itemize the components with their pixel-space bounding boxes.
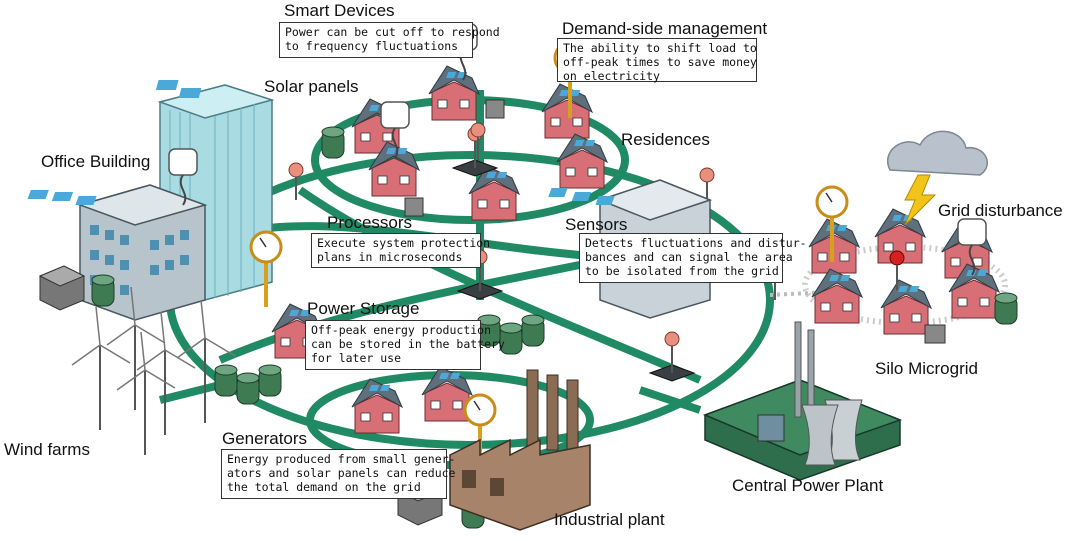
callout-line: plans in microseconds [317, 250, 463, 264]
label-grid-disturbance: Grid disturbance [938, 201, 1063, 220]
label-generators: Generators [222, 429, 308, 448]
silo-microgrid-illustration [808, 185, 1018, 344]
callout-sensors: Detects fluctuations and distur- bances … [579, 233, 807, 283]
callout-line: off-peak times to save money [563, 55, 757, 69]
callout-line: Execute system protection [317, 236, 491, 250]
callout-line: Off-peak energy production [311, 323, 492, 337]
callout-line: can be stored in the battery [311, 337, 505, 351]
label-solar-panels: Solar panels [264, 77, 359, 96]
callout-generators: Energy produced from small gener- ators … [221, 449, 456, 499]
label-residences: Residences [621, 130, 710, 149]
callout-line: bances and can signal the area [585, 250, 793, 264]
callout-line: to frequency fluctuations [285, 39, 459, 53]
callout-processors: Execute system protection plans in micro… [311, 233, 491, 268]
callout-line: on electricity [563, 69, 660, 83]
label-demand-side-management: Demand-side management [562, 19, 768, 38]
central-power-plant-illustration [702, 321, 903, 481]
label-central-power-plant: Central Power Plant [732, 476, 884, 495]
processor-chip-lower [649, 331, 695, 382]
callout-line: to be isolated from the grid [585, 264, 779, 278]
callout-line: ators and solar panels can reduce [227, 466, 456, 480]
label-smart-devices: Smart Devices [284, 1, 395, 20]
industrial-plant-illustration [449, 369, 591, 531]
grid-disturbance-cloud [887, 130, 988, 226]
label-industrial-plant: Industrial plant [554, 510, 665, 529]
callout-line: Energy produced from small gener- [227, 452, 456, 466]
callout-line: Detects fluctuations and distur- [585, 236, 807, 250]
callout-power-storage: Off-peak energy production can be stored… [305, 320, 505, 370]
callout-line: the total demand on the grid [227, 480, 421, 494]
callout-smart-devices: Power can be cut off to respond to frequ… [279, 22, 500, 58]
label-processors: Processors [327, 213, 413, 232]
label-wind-farms: Wind farms [4, 440, 90, 459]
office-building-illustration [27, 80, 283, 321]
residences-illustration [288, 23, 715, 221]
callout-line: Power can be cut off to respond [285, 25, 500, 39]
callout-demand-side-management: The ability to shift load to off-peak ti… [557, 38, 757, 83]
label-office-building: Office Building [41, 152, 151, 171]
callout-line: for later use [311, 351, 402, 365]
callout-line: The ability to shift load to [563, 41, 757, 55]
label-sensors: Sensors [565, 215, 628, 234]
label-power-storage: Power Storage [307, 299, 420, 318]
label-silo-microgrid: Silo Microgrid [875, 359, 978, 378]
